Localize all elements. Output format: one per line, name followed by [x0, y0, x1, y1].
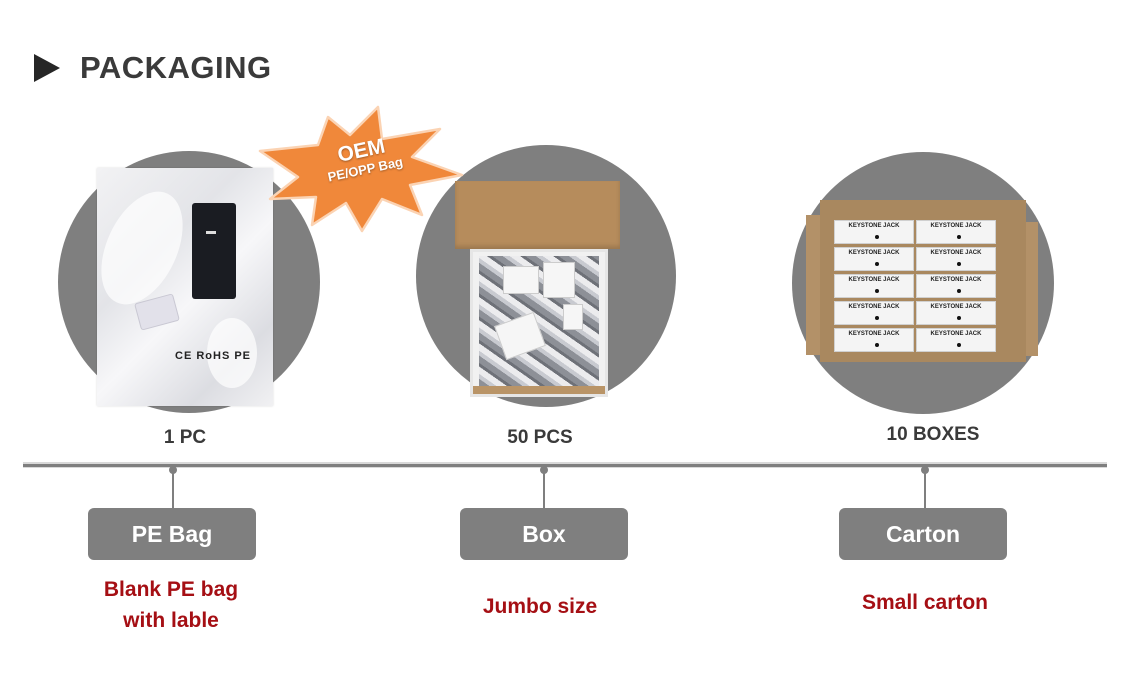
description-carton: Small carton: [861, 591, 989, 614]
tag-pe-bag: PE Bag: [88, 508, 256, 560]
timeline-bar: [23, 462, 1107, 468]
quantity-label-box: 50 PCS: [507, 427, 573, 448]
keystone-box: KEYSTONE JACK: [834, 301, 914, 325]
box-lid: [455, 181, 620, 249]
keystone-box: KEYSTONE JACK: [916, 247, 996, 271]
keystone-jack-black: [192, 203, 236, 299]
timeline-connector: [543, 470, 545, 508]
pe-bag-image: CE RoHS PE: [84, 168, 273, 406]
description-box: Jumbo size: [482, 595, 598, 618]
keystone-box: KEYSTONE JACK: [834, 220, 914, 244]
timeline-connector: [924, 470, 926, 508]
certification-marks: CE RoHS PE: [175, 350, 252, 362]
carton-flap-right: [1022, 222, 1038, 356]
carton-image: KEYSTONE JACK KEYSTONE JACK KEYSTONE JAC…: [820, 200, 1026, 362]
oem-starburst-icon: [258, 105, 464, 233]
section-header: PACKAGING: [34, 50, 272, 86]
tag-box: Box: [460, 508, 628, 560]
quantity-label-carton: 10 BOXES: [886, 424, 980, 445]
keystone-box: KEYSTONE JACK: [834, 274, 914, 298]
tag-carton: Carton: [839, 508, 1007, 560]
description-pe-bag: Blank PE bag with lable: [103, 578, 239, 632]
keystone-box: KEYSTONE JACK: [916, 220, 996, 244]
keystone-box: KEYSTONE JACK: [834, 247, 914, 271]
page-title: PACKAGING: [80, 50, 272, 85]
carton-flap-left: [806, 215, 824, 355]
keystone-box: KEYSTONE JACK: [916, 328, 996, 352]
keystone-box: KEYSTONE JACK: [916, 301, 996, 325]
jumbo-box-image: [470, 249, 608, 397]
quantity-label-bag: 1 PC: [163, 427, 207, 448]
keystone-box: KEYSTONE JACK: [916, 274, 996, 298]
timeline-connector: [172, 470, 174, 508]
play-triangle-icon: [34, 54, 60, 82]
keystone-box: KEYSTONE JACK: [834, 328, 914, 352]
